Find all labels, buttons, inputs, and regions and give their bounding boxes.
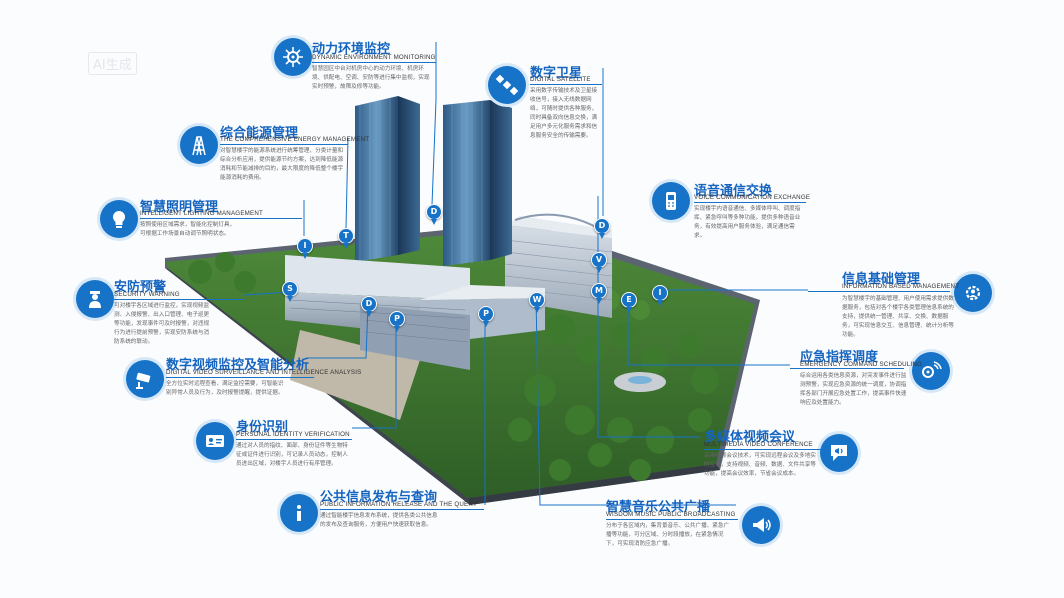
map-pin-d: D [426, 204, 442, 225]
map-pin-i: I [652, 285, 668, 306]
callout-description: 通过智能楼宇信息发布系统，提供各类公共信息的发布及查询服务，方便用户快速获取信息… [320, 513, 438, 528]
callout-description: 采用视频会议技术，可实现远程会议及多地实时互动，支持视频、音频、数据、文件共享等… [704, 453, 816, 477]
callout-title: 多媒体视频会议 [704, 430, 796, 445]
callout-title: 综合能源管理 [220, 126, 299, 141]
callout-description: 实现楼宇内语音通信、多媒体呼叫、调度指挥、紧急呼叫等多种功能，提供多种语音业务，… [694, 206, 801, 239]
info-icon [280, 494, 318, 532]
lightbulb-icon [100, 200, 138, 238]
callout-subtitle: INFORMATION BASED MANAGEMENT [842, 283, 960, 290]
callout-description: 全方位实时远程查看，满足监控需要，可智能识别异常人员及行为，及时报警提醒，提供证… [166, 381, 284, 396]
callout-subtitle: DYNAMIC ENVIRONMENT MONITORING [312, 54, 436, 61]
map-pin-t: T [338, 228, 354, 249]
callout-title: 动力环境监控 [312, 42, 391, 57]
id-card-icon [196, 422, 234, 460]
camera-icon [126, 360, 164, 398]
callout-rule [606, 519, 738, 520]
callout-title: 语音通信交换 [694, 184, 773, 199]
callout-description: 按照使用区域需求，智能化控制灯具，可根据工作场景自动调节照明状态。 [140, 222, 236, 237]
callout-subtitle: THE COMPREHENSIVE ENERGY MANAGEMENT [220, 136, 370, 143]
callout-subtitle: SECURITY WARNING [114, 291, 180, 298]
callout-title: 安防预警 [114, 280, 167, 295]
callout-description: 通过对人员的指纹、面部、身份证件等生物特征或证件进行识别，可记录人员动态，控制人… [236, 443, 348, 467]
power-tower-icon [180, 126, 218, 164]
callout-description: 采用数字传输技术及卫星接收信号，接入无线数据网络，可随时提供各种服务，同时具备双… [530, 88, 598, 139]
callout-rule [530, 84, 602, 85]
map-pin-w: W [529, 292, 545, 313]
callout-description: 对智慧楼宇的能源系统进行统筹管理、分类计量和综合分析应用，提供能源节约方案，达到… [220, 148, 344, 181]
podium-building [285, 255, 545, 370]
callout-rule [704, 449, 822, 450]
callout-rule [790, 368, 904, 369]
callout-title: 智慧音乐公共广播 [606, 500, 711, 515]
gear-network-icon [274, 38, 312, 76]
callout-rule [236, 439, 352, 440]
callout-rule [808, 291, 950, 292]
callout-title: 信息基础管理 [842, 272, 921, 287]
map-pin-p: P [389, 311, 405, 332]
callout-rule [312, 62, 436, 63]
command-icon [912, 352, 950, 390]
callout-title: 公共信息发布与查询 [320, 490, 438, 505]
megaphone-chat-icon [820, 434, 858, 472]
callout-subtitle: MULTIMEDIA VIDEO CONFERENCE [704, 441, 813, 448]
callout-rule [114, 299, 244, 300]
callout-description: 综合运用各类信息资源，对突发事件进行监测预警，实现应急资源的统一调度，协调指挥各… [800, 373, 907, 406]
map-pin-v: V [591, 252, 607, 273]
callout-description: 分布于各区域内，集背景音乐、公共广播、紧急广播等功能，可分区域、分时段播放，在紧… [606, 523, 730, 547]
map-pin-d: D [594, 218, 610, 239]
callout-description: 智慧园区中台对机房中心的动力环境、机房环境、供配电、空调、安防等进行集中监视，实… [312, 66, 430, 90]
map-pin-e: E [621, 292, 637, 313]
callout-description: 为智慧楼宇的基础管理、用户使用需求提供数据服务，包括对各个楼宇各类管理信息系统的… [842, 296, 954, 338]
callout-rule [220, 144, 348, 145]
callout-title: 数字卫星 [530, 66, 583, 81]
callout-subtitle: EMERGENCY COMMAND SCHEDULING [800, 361, 923, 368]
callout-subtitle: PERSONAL IDENTITY VERIFICATION [236, 431, 350, 438]
callout-title: 身份识别 [236, 420, 289, 435]
callout-subtitle: INTELLIGENT LIGHTING MANAGEMENT [140, 210, 263, 217]
right-tower [443, 100, 512, 266]
ai-generated-watermark: AI生成 [88, 52, 137, 75]
map-pin-s: S [282, 281, 298, 302]
callout-subtitle: DIGITAL SATELLITE [530, 76, 591, 83]
callout-title: 智慧照明管理 [140, 200, 219, 215]
callout-subtitle: VOICE COMMUNICATION EXCHANGE [694, 194, 811, 201]
callout-subtitle: WISDOM MUSIC PUBLIC BROADCASTING [606, 511, 736, 518]
phone-icon [652, 182, 690, 220]
callout-rule [694, 202, 806, 203]
map-pin-p: P [478, 306, 494, 327]
guard-icon [76, 280, 114, 318]
map-pin-i: I [297, 238, 313, 259]
callout-rule [320, 509, 484, 510]
gear-person-icon [954, 274, 992, 312]
callout-title: 应急指挥调度 [800, 350, 879, 365]
callout-subtitle: PUBLIC INFORMATION RELEASE AND THE QUERY [320, 501, 478, 508]
callout-title: 数字视频监控及智能分析 [166, 358, 310, 373]
satellite-icon [488, 66, 526, 104]
callout-description: 可对楼宇各区域进行监控，实现视频监测、入侵报警、出入口管理、电子巡更等功能，发现… [114, 303, 210, 345]
speaker-icon [742, 506, 780, 544]
map-pin-d: D [361, 296, 377, 317]
left-tower [355, 96, 420, 262]
callout-rule [140, 218, 302, 219]
callout-subtitle: DIGITAL VIDEO SURVEILLANCE AND INTELLIGE… [166, 369, 362, 376]
callout-rule [166, 377, 314, 378]
map-pin-m: M [591, 283, 607, 304]
